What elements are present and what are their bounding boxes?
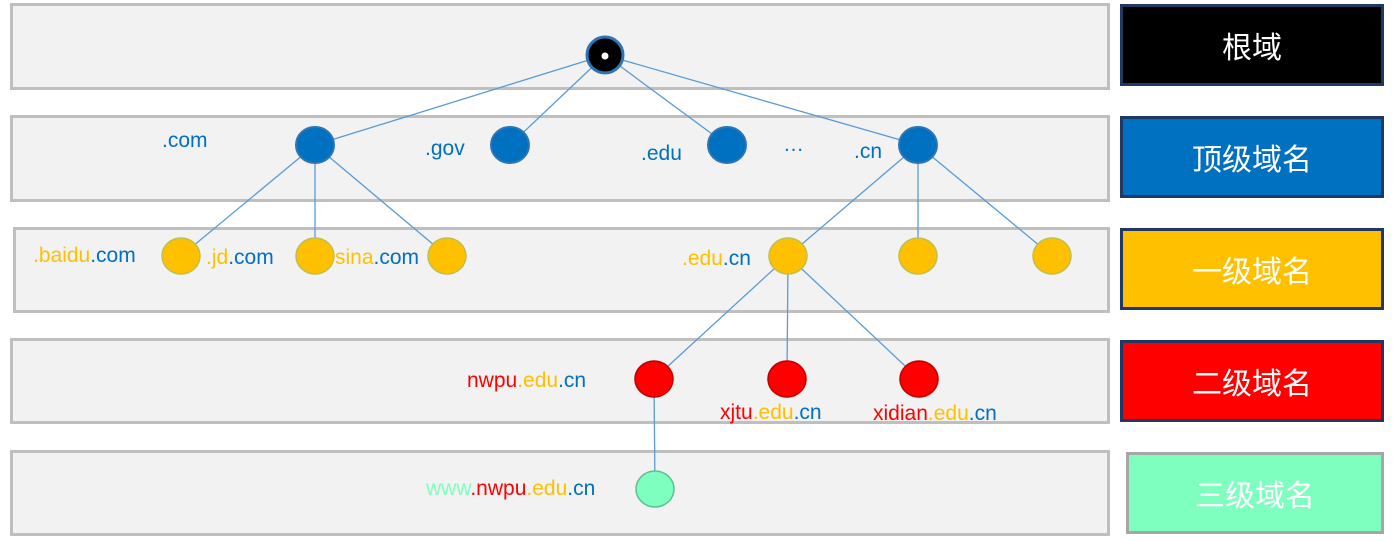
label-nwpu-suffix: .cn (558, 369, 587, 392)
node-edu (707, 126, 747, 164)
legend-top-level: 顶级域名 (1120, 116, 1384, 198)
band-root (10, 3, 1110, 90)
legend-third-level: 三级域名 (1126, 452, 1384, 534)
label-www-mid: .edu (526, 477, 568, 500)
node-jd (295, 237, 335, 275)
node-www (635, 470, 675, 508)
band-third-level (10, 450, 1110, 536)
label-xidian-mid: .edu (927, 402, 969, 425)
label-gov: .gov (425, 137, 465, 160)
label-baidu-suffix: .com (90, 244, 136, 267)
label-xidian-suffix: .cn (968, 402, 997, 425)
node-first-cn-2 (898, 237, 938, 275)
label-xjtu-edu-cn: xjtu.edu.cn (720, 402, 822, 423)
edge-root-com (314, 54, 606, 146)
label-jd-suffix: .com (228, 246, 274, 269)
legend-second-level: 二级域名 (1120, 340, 1384, 422)
legend-first-level: 一级域名 (1120, 228, 1384, 310)
label-www-name: .nwpu (470, 477, 527, 500)
edge-root-edu (604, 54, 728, 146)
label-nwpu-edu-cn: nwpu.edu.cn (467, 370, 586, 391)
label-cn: .cn (854, 140, 883, 163)
edge-com-baidu (180, 144, 316, 257)
label-xidian-name: xidian (873, 402, 928, 425)
label-educn-name: .edu (682, 247, 723, 270)
edge-cn-first3 (917, 144, 1053, 257)
label-edu-cn: .edu.cn (682, 248, 751, 269)
node-xjtu (767, 360, 807, 398)
node-baidu (161, 237, 201, 275)
label-jd-com: .jd.com (206, 247, 274, 268)
label-nwpu-mid: .edu (517, 369, 559, 392)
label-edu: .edu (641, 142, 682, 165)
label-sina-suffix: .com (373, 246, 420, 269)
label-jd-name: .jd (206, 246, 229, 269)
label-xjtu-mid: .edu (752, 401, 794, 424)
edge-com-sina (314, 144, 448, 257)
edge-root-gov (509, 54, 606, 146)
node-gov (490, 126, 530, 164)
edge-cn-educn (787, 144, 919, 257)
label-xjtu-suffix: .cn (793, 401, 822, 424)
label-www-suffix: .cn (567, 477, 596, 500)
label-ellipsis: … (783, 133, 804, 156)
edge-educn-xjtu (786, 255, 789, 380)
label-sina-name: sina (335, 246, 374, 269)
edge-educn-xidian (787, 255, 920, 380)
label-www-nwpu-edu-cn: www.nwpu.edu.cn (426, 478, 595, 499)
label-baidu-com: .baidu.com (33, 245, 136, 266)
node-educn (768, 237, 808, 275)
label-baidu-name: .baidu (33, 244, 91, 267)
label-com: .com (162, 129, 208, 152)
node-root (585, 35, 625, 75)
node-first-cn-3 (1032, 237, 1072, 275)
edge-educn-nwpu (653, 255, 789, 380)
node-cn (898, 126, 938, 164)
node-xidian (899, 360, 939, 398)
edge-root-cn (604, 54, 919, 146)
node-com (295, 126, 335, 164)
label-sina-com: sina.com (335, 247, 419, 268)
label-nwpu-name: nwpu (467, 369, 518, 392)
label-educn-suffix: .cn (722, 247, 751, 270)
label-www-host: www (426, 477, 471, 500)
node-sina (427, 237, 467, 275)
label-xjtu-name: xjtu (720, 401, 753, 424)
label-xidian-edu-cn: xidian.edu.cn (873, 403, 997, 424)
legend-root: 根域 (1120, 4, 1384, 86)
node-nwpu (634, 360, 674, 398)
